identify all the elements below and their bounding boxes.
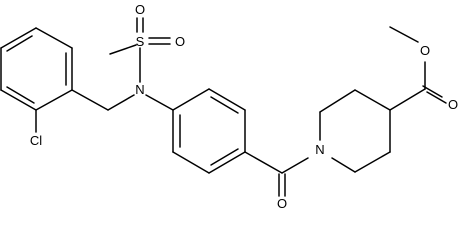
- bond-ring1-c: [0, 27, 37, 49]
- bonds: [0, 17, 447, 197]
- bond-ring2-e: [172, 151, 210, 174]
- bond-ester-c-o-b: [426, 91, 447, 104]
- bond-pip-e: [354, 151, 391, 173]
- bond-n-ring: [145, 94, 174, 111]
- bond-pip-b: [319, 89, 356, 113]
- bond-methyl-s: [109, 44, 137, 55]
- atom-o-right: O: [175, 34, 185, 49]
- bond-ring2-a: [172, 88, 210, 111]
- atom-o-amide: O: [277, 196, 287, 211]
- bond-ring1-inner-b: [6, 35, 33, 52]
- atom-o-ester: O: [420, 43, 430, 58]
- atom-labels: O S O N Cl N O O O: [30, 2, 458, 211]
- bond-pip-f: [331, 157, 356, 173]
- bond-ring2-d: [208, 151, 246, 174]
- bond-ring2-inner-b: [210, 148, 239, 166]
- bond-ring1-e: [0, 89, 37, 111]
- bond-ring2-b: [208, 88, 246, 111]
- bond-pip-c: [354, 89, 391, 111]
- bond-ester-o-methyl: [389, 26, 419, 43]
- bond-pip-ester-c: [389, 88, 426, 111]
- atom-o-ester-carbonyl: O: [448, 97, 458, 112]
- bond-ch2-ring: [71, 89, 109, 111]
- atom-cl: Cl: [30, 133, 42, 148]
- bond-ring1-inner-c: [6, 86, 35, 104]
- bond-ring2-inner-a: [210, 96, 239, 114]
- bond-ring1-f: [35, 89, 73, 111]
- bond-ring-carbonyl: [244, 151, 283, 174]
- bond-n-ch2: [107, 94, 135, 111]
- bond-ester-c-o-a: [422, 85, 443, 98]
- atom-n-piperidine: N: [315, 142, 324, 157]
- molecule-canvas: O S O N Cl N O O O: [0, 2, 458, 211]
- atom-o-top: O: [135, 2, 145, 17]
- bond-ring1-b: [35, 27, 73, 49]
- bond-carbonyl-n: [281, 157, 309, 174]
- molecule-structure: O S O N Cl N O O O: [0, 2, 458, 211]
- atom-s: S: [136, 34, 145, 49]
- atom-n-sulfonamide: N: [135, 82, 144, 97]
